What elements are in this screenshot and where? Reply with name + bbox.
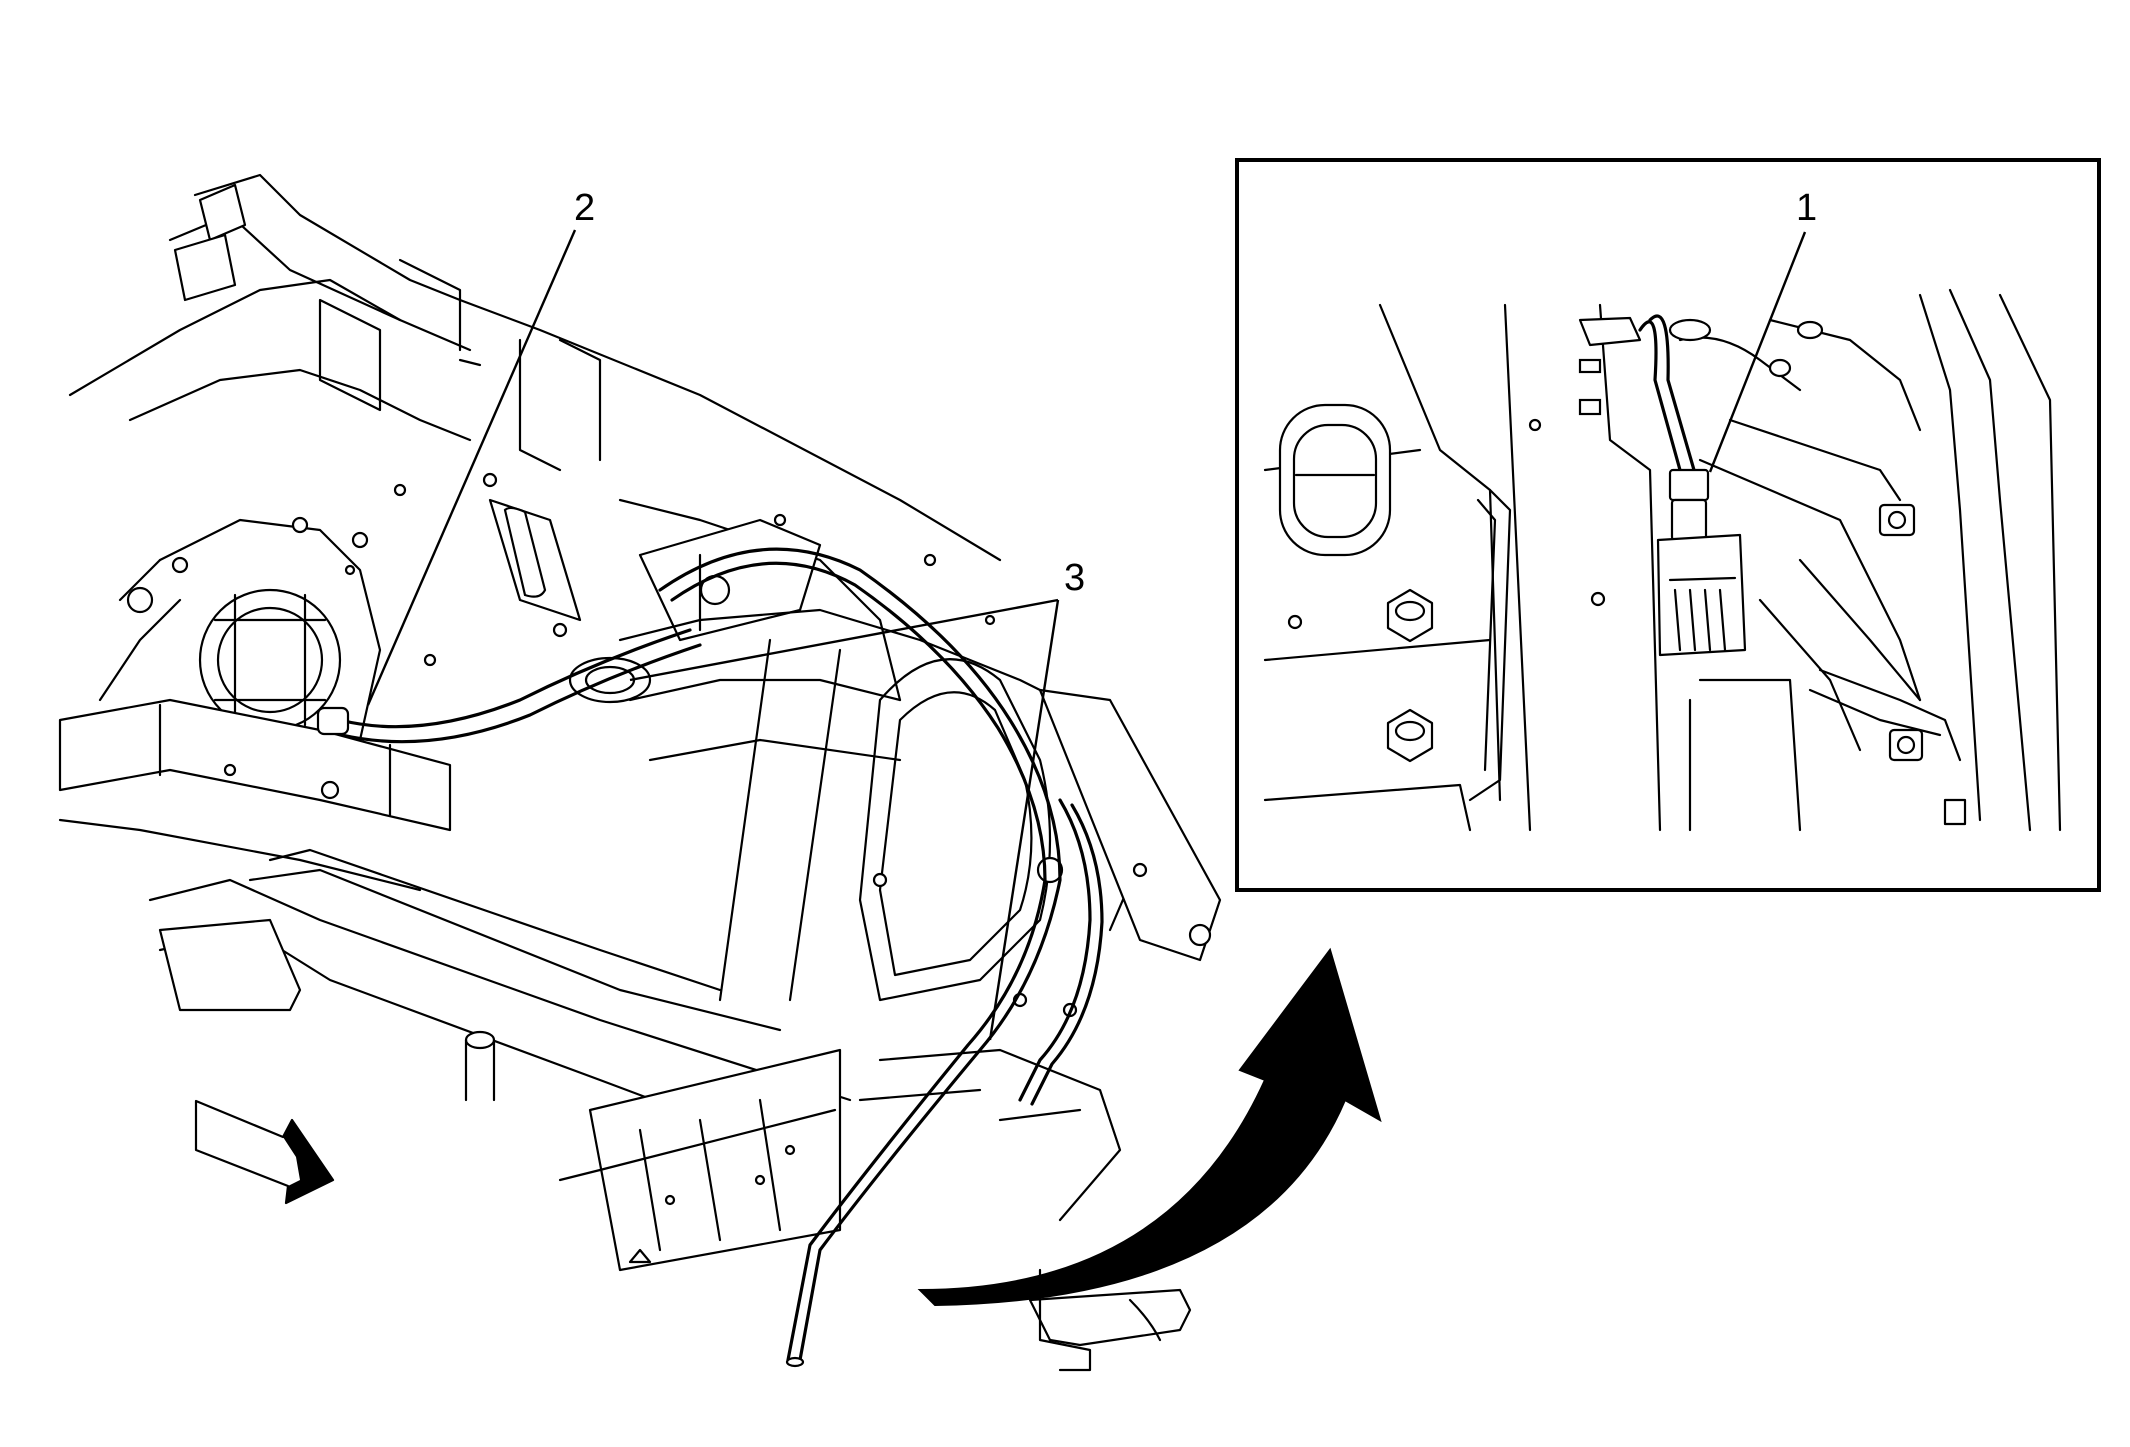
leader-line-3a [629,598,1059,682]
inset-nut-lower [1386,708,1434,763]
callout-1: 1 [1708,187,1817,473]
inset-oval-opening [1278,403,1392,557]
curved-rotation-arrow [917,947,1382,1307]
leader-line-3b [988,599,1060,1041]
callout-label-1: 1 [1796,187,1817,229]
inset-nut-upper [1386,588,1434,643]
hose-assembly [316,547,1104,1368]
leader-line-1 [1708,231,1807,473]
callout-2: 2 [366,187,595,706]
inset-detail-view [1235,158,2101,892]
inset-bolt-upper-right [1878,503,1916,537]
leader-line-2 [366,229,577,706]
front-direction-arrow [194,1099,335,1205]
hose-connector [316,706,350,736]
inset-bolt-lower-right [1888,728,1924,762]
vehicle-structure-main [58,173,1222,1372]
inset-clip [1943,798,1967,826]
inset-harness-connector [1578,314,1747,657]
callout-label-2: 2 [574,187,595,229]
callout-3: 3 [629,557,1085,1041]
callout-label-3: 3 [1064,557,1085,599]
